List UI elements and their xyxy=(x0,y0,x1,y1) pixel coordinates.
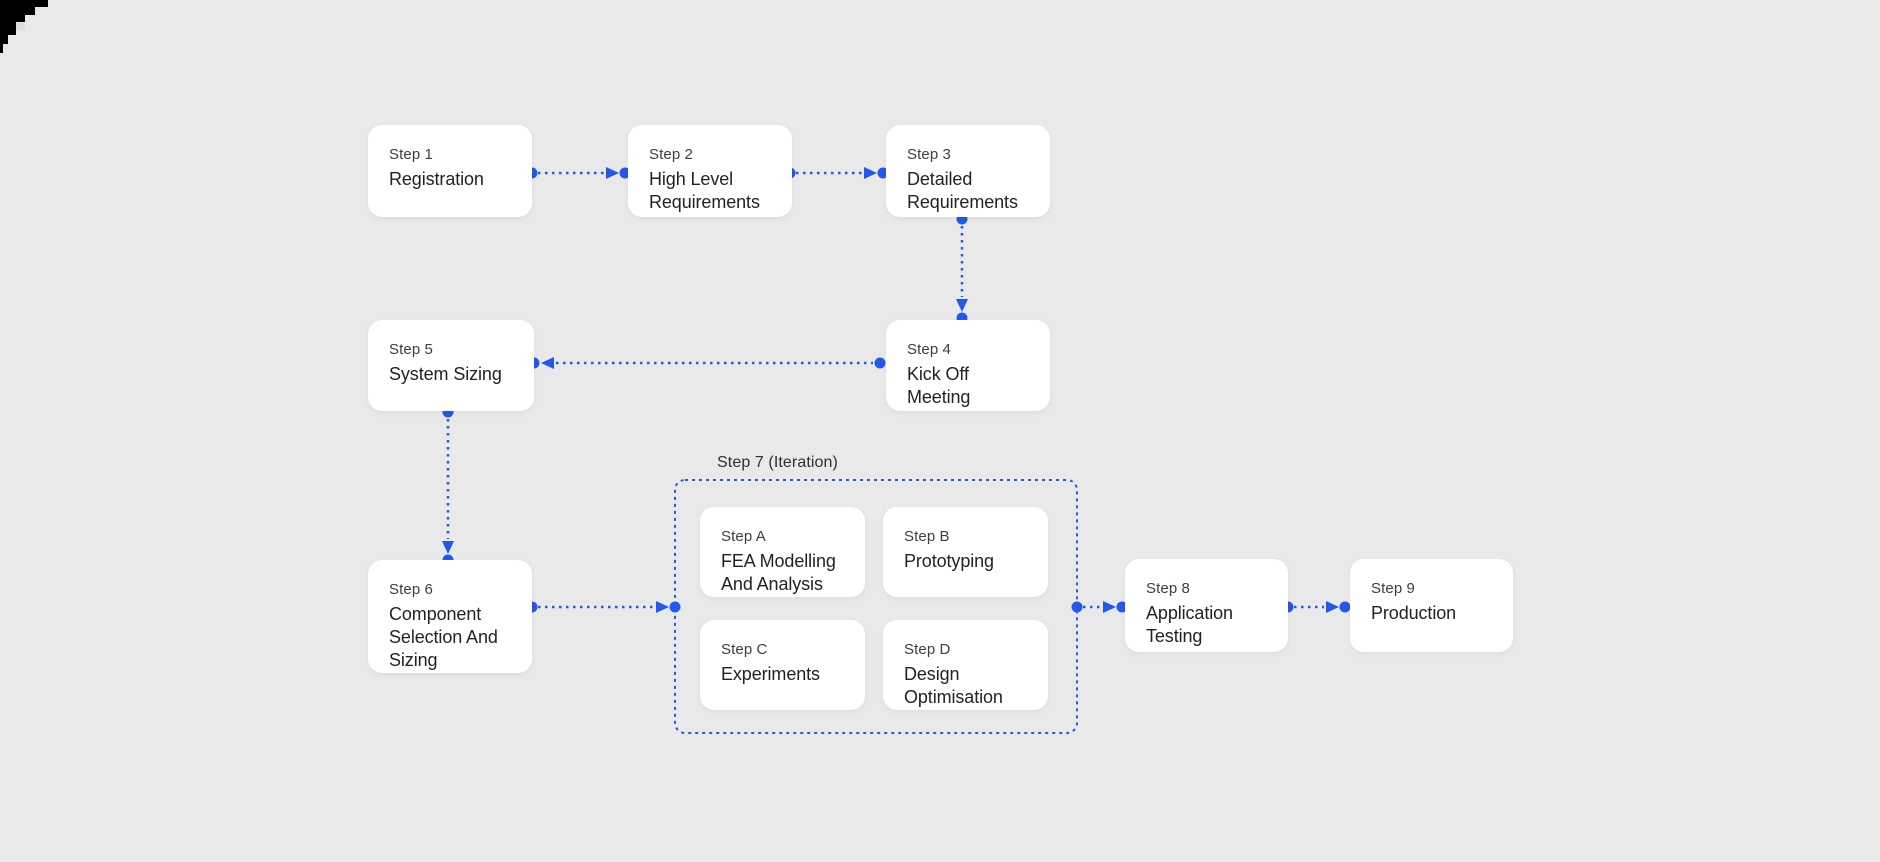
step-title: System Sizing xyxy=(389,364,502,384)
corner-pixel-block xyxy=(0,0,8,44)
corner-pixel-block xyxy=(0,0,3,53)
step-title: Production xyxy=(1371,603,1457,623)
node-step-1: Step 1 Registration xyxy=(368,125,532,217)
step-label: Step 9 xyxy=(1371,580,1415,597)
step-label: Step D xyxy=(904,641,951,658)
step-label: Step 2 xyxy=(649,146,693,163)
step-title: Prototyping xyxy=(904,551,994,571)
step-title: FEA Modelling And Analysis xyxy=(721,551,836,594)
connector-step7-step8 xyxy=(1071,601,1128,613)
node-step-4: Step 4 Kick Off Meeting xyxy=(886,320,1050,411)
arrowhead-right xyxy=(656,601,669,613)
step-label: Step 6 xyxy=(389,581,433,598)
step-title: Kick Off Meeting xyxy=(907,364,971,407)
step-label: Step 3 xyxy=(907,146,951,163)
step-title: Experiments xyxy=(721,664,820,684)
node-step-a: Step A FEA Modelling And Analysis xyxy=(700,507,865,597)
arrowhead-down xyxy=(956,299,968,312)
arrowhead-right xyxy=(606,167,619,179)
connector-dot xyxy=(669,601,681,613)
connector-step3-step4 xyxy=(956,213,968,324)
connector-dot xyxy=(1339,601,1351,613)
node-step-b: Step B Prototyping xyxy=(883,507,1048,597)
step-label: Step 1 xyxy=(389,146,433,163)
node-step-c: Step C Experiments xyxy=(700,620,865,710)
step-title: Component Selection And Sizing xyxy=(389,604,498,670)
step-title: Design Optimisation xyxy=(904,664,1003,707)
step-label: Step A xyxy=(721,528,766,545)
node-step-8: Step 8 Application Testing xyxy=(1125,559,1288,652)
node-step-9: Step 9 Production xyxy=(1350,559,1513,652)
connector-step1-step2 xyxy=(526,167,631,179)
step-title: Detailed Requirements xyxy=(907,169,1018,212)
iteration-group-label: Step 7 (Iteration) xyxy=(717,454,838,471)
step-label: Step C xyxy=(721,641,768,658)
connector-step5-step6 xyxy=(442,406,454,566)
node-step-5: Step 5 System Sizing xyxy=(368,320,534,411)
connector-step4-step5 xyxy=(528,357,886,369)
connector-step2-step3 xyxy=(784,167,889,179)
step-label: Step 8 xyxy=(1146,580,1190,597)
arrowhead-down xyxy=(442,541,454,554)
arrowhead-right xyxy=(864,167,877,179)
arrowhead-left xyxy=(541,357,554,369)
node-step-2: Step 2 High Level Requirements xyxy=(628,125,792,217)
corner-pixel-block xyxy=(16,23,25,30)
step-title: Application Testing xyxy=(1146,603,1233,646)
connector-step8-step9 xyxy=(1282,601,1351,613)
connector-step6-step7 xyxy=(526,601,681,613)
connector-dot xyxy=(874,357,886,369)
arrowhead-right xyxy=(1103,601,1116,613)
step-title: High Level Requirements xyxy=(649,169,760,212)
node-step-d: Step D Design Optimisation xyxy=(883,620,1048,710)
step-label: Step 5 xyxy=(389,341,433,358)
node-step-6: Step 6 Component Selection And Sizing xyxy=(368,560,532,673)
step-title: Registration xyxy=(389,169,484,189)
node-step-3: Step 3 Detailed Requirements xyxy=(886,125,1050,217)
connector-dot xyxy=(1071,601,1083,613)
step-label: Step 4 xyxy=(907,341,951,358)
step-label: Step B xyxy=(904,528,950,545)
arrowhead-right xyxy=(1326,601,1339,613)
